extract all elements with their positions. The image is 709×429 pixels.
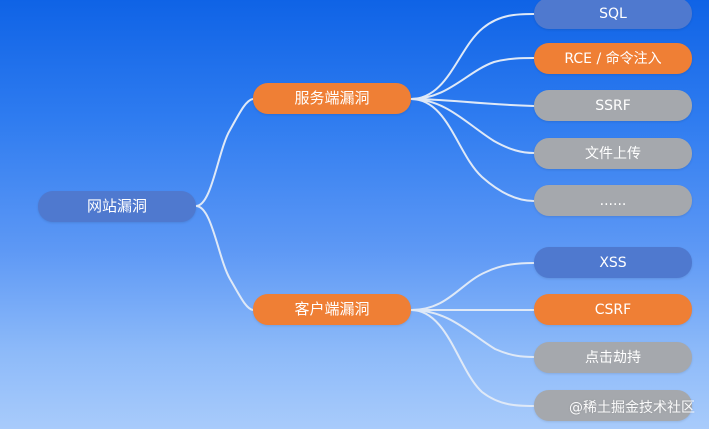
connector-client-to-xss xyxy=(410,262,535,311)
root-node: 网站漏洞 xyxy=(38,191,196,222)
connector-server-to-ellipsis xyxy=(410,98,535,202)
connector-client-to-blank-node xyxy=(410,309,535,407)
connector-root-to-client-branch xyxy=(195,205,254,311)
clickjacking-node: 点击劫持 xyxy=(534,342,692,373)
connector-client-to-clickjacking xyxy=(410,309,535,358)
ellipsis-node: ...... xyxy=(534,185,692,216)
client-vulnerabilities-node: 客户端漏洞 xyxy=(253,294,411,325)
blank-node xyxy=(534,390,692,421)
rce-command-injection-node: RCE / 命令注入 xyxy=(534,43,692,74)
sql-node: SQL xyxy=(534,0,692,29)
connector-server-to-file-upload xyxy=(410,98,535,154)
file-upload-node: 文件上传 xyxy=(534,138,692,169)
ssrf-node: SSRF xyxy=(534,90,692,121)
csrf-node: CSRF xyxy=(534,294,692,325)
connector-server-to-sql xyxy=(410,13,535,100)
connector-server-to-ssrf xyxy=(410,98,535,107)
server-vulnerabilities-node: 服务端漏洞 xyxy=(253,83,411,114)
connector-root-to-server-branch xyxy=(195,98,254,207)
xss-node: XSS xyxy=(534,247,692,278)
watermark-text: @稀土掘金技术社区 xyxy=(569,400,695,416)
connector-server-to-rce xyxy=(410,57,535,100)
